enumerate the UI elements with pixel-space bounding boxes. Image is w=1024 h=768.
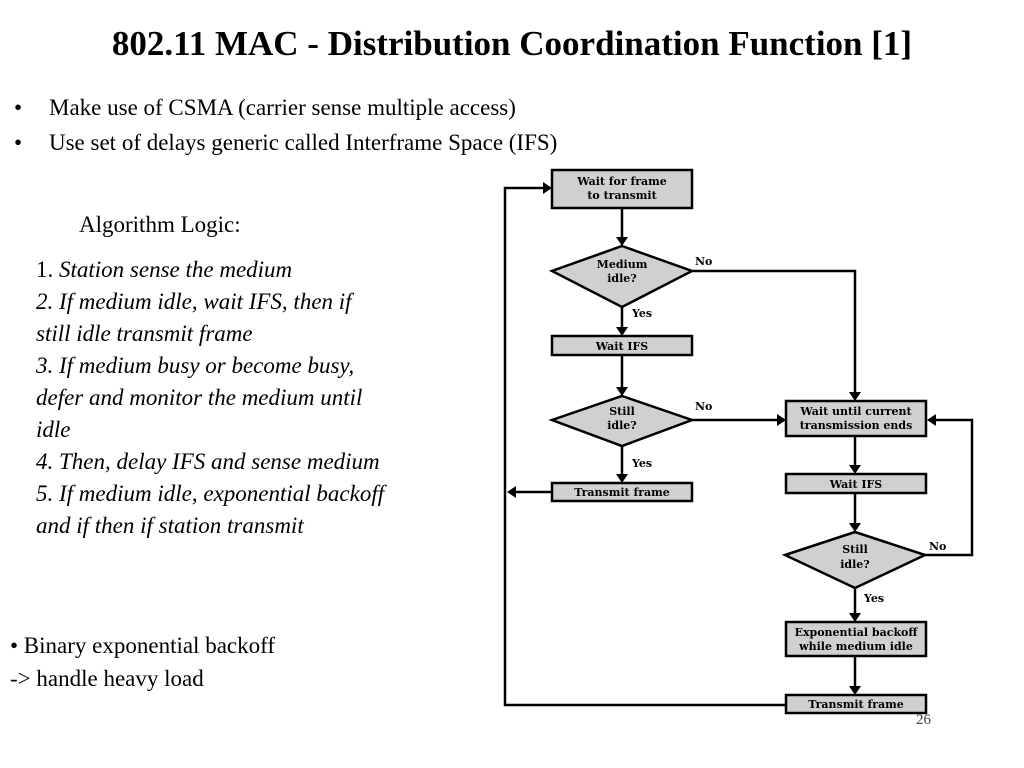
step-text: Station sense the medium — [59, 257, 293, 282]
connector-line — [503, 186, 922, 707]
bullet-dot: • — [14, 95, 23, 120]
step-line: 3. If medium busy or become busy, — [36, 353, 355, 378]
step-line: defer and monitor the medium until — [36, 385, 363, 410]
note-line: • Binary exponential backoff — [10, 633, 276, 658]
transmit-frame-box-2: Transmit frame — [784, 693, 928, 715]
connector-line — [925, 418, 974, 557]
node-label: Wait for frame — [576, 175, 667, 188]
step-line: 4. Then, delay IFS and sense medium — [36, 449, 380, 474]
step-line: still idle transmit frame — [36, 321, 253, 346]
node-label: idle? — [607, 419, 637, 432]
arrow-head — [849, 465, 861, 474]
node-label: idle? — [840, 558, 870, 571]
arrow-head — [849, 392, 861, 401]
arrow-head — [849, 686, 861, 695]
note-line: -> handle heavy load — [10, 666, 204, 691]
step-line: and if then if station transmit — [36, 513, 304, 538]
arrow-head — [849, 613, 861, 622]
arrow-head — [849, 523, 861, 532]
step-number: 1. — [36, 257, 54, 282]
node-label: Wait IFS — [829, 478, 883, 491]
node-label: idle? — [607, 272, 637, 285]
step-line: 2. If medium idle, wait IFS, then if — [36, 289, 352, 314]
node-label: Transmit frame — [574, 486, 670, 499]
connector-line — [692, 269, 857, 393]
arrow-head — [507, 486, 516, 498]
no-label: No — [929, 540, 946, 553]
flow-connectors — [503, 182, 974, 707]
node-label: transmission ends — [800, 419, 913, 432]
algorithm-steps: 1. Station sense the medium 2. If medium… — [36, 254, 476, 542]
still-idle-decision: Still idle? — [548, 394, 696, 448]
wait-ifs-box-2: Wait IFS — [784, 472, 928, 495]
wait-until-current-box: Wait until current transmission ends — [784, 399, 928, 438]
arrow-head — [927, 414, 936, 426]
bullet-text: Make use of CSMA (carrier sense multiple… — [49, 95, 516, 120]
no-label: No — [695, 255, 712, 268]
arrow-head — [616, 474, 628, 483]
step-line: 5. If medium idle, exponential backoff — [36, 481, 385, 506]
node-label: to transmit — [587, 189, 657, 202]
wait-for-frame-box: Wait for frame to transmit — [550, 168, 694, 210]
step-line: 1. Station sense the medium — [36, 254, 476, 286]
medium-idle-decision: Medium idle? — [548, 244, 696, 309]
yes-label: Yes — [863, 592, 884, 605]
arrow-head — [616, 387, 628, 396]
bullet-text: Use set of delays generic called Interfr… — [49, 130, 558, 155]
slide-title: 802.11 MAC - Distribution Coordination F… — [111, 24, 913, 63]
node-label: Still — [842, 543, 868, 556]
no-label: No — [695, 400, 712, 413]
bullet-item: • Make use of CSMA (carrier sense multipl… — [14, 93, 557, 128]
bullet-item: • Use set of delays generic called Interf… — [14, 128, 557, 163]
transmit-frame-box: Transmit frame — [550, 481, 694, 503]
step-line: idle — [36, 417, 71, 442]
node-label: Exponential backoff — [795, 626, 919, 639]
exponential-backoff-box: Exponential backoff while medium idle — [784, 620, 928, 658]
arrow-head — [616, 327, 628, 336]
bullet-list: • Make use of CSMA (carrier sense multipl… — [14, 93, 557, 163]
yes-label: Yes — [631, 457, 652, 470]
arrow-head — [777, 414, 786, 426]
arrow-head — [616, 237, 628, 246]
backoff-note: • Binary exponential backoff -> handle h… — [10, 629, 275, 695]
node-label: Still — [609, 405, 635, 418]
yes-label: Yes — [631, 307, 652, 320]
node-label: Transmit frame — [808, 698, 904, 711]
node-label: Wait IFS — [595, 340, 649, 353]
node-label: while medium idle — [798, 640, 913, 653]
page-number: 26 — [916, 712, 931, 728]
still-idle-decision-2: Still idle? — [781, 530, 929, 590]
node-label: Medium — [597, 258, 648, 271]
bullet-dot: • — [14, 130, 23, 155]
node-label: Wait until current — [799, 405, 912, 418]
wait-ifs-box: Wait IFS — [550, 334, 694, 357]
algorithm-heading: Algorithm Logic: — [79, 212, 241, 237]
arrow-head — [543, 182, 552, 194]
